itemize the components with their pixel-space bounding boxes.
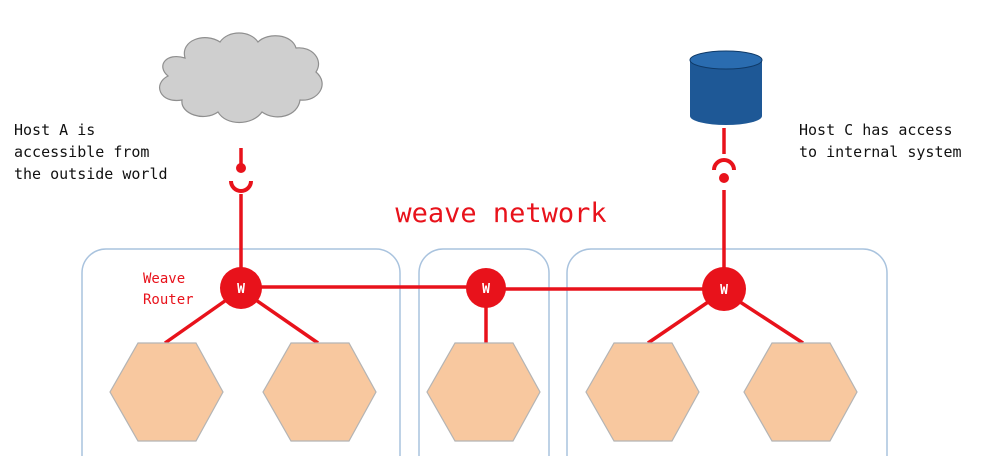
- network-links: [163, 128, 804, 345]
- host-a-caption-line-2: accessible from: [14, 143, 149, 161]
- weave-router-c: W: [702, 267, 746, 311]
- weave-router-b: W: [466, 268, 506, 308]
- diagram-title: weave network: [395, 198, 606, 229]
- containers: [109, 342, 858, 442]
- host-a-port-icon: [229, 163, 253, 193]
- router-badge: W: [482, 282, 490, 297]
- router-label-line-2: Router: [143, 292, 194, 308]
- container-hexagon: [743, 342, 858, 442]
- weave-router-a: W: [220, 267, 262, 309]
- host-c-caption-line-1: Host C has access: [799, 121, 953, 139]
- cloud-icon: [159, 32, 323, 124]
- host-a-caption-line-3: the outside world: [14, 165, 168, 183]
- container-hexagon: [109, 342, 224, 442]
- router-label-line-1: Weave: [143, 271, 185, 287]
- host-c-port-icon: [712, 158, 736, 183]
- container-hexagon: [262, 342, 377, 442]
- host-b-box: [418, 248, 550, 461]
- router-badge: W: [237, 282, 245, 297]
- host-c-box: [566, 248, 888, 461]
- container-hexagon: [426, 342, 541, 442]
- host-a-caption-line-1: Host A is: [14, 121, 95, 139]
- container-hexagon: [585, 342, 700, 442]
- host-c-caption-line-2: to internal system: [799, 143, 962, 161]
- router-badge: W: [720, 283, 728, 298]
- database-icon: [689, 50, 763, 125]
